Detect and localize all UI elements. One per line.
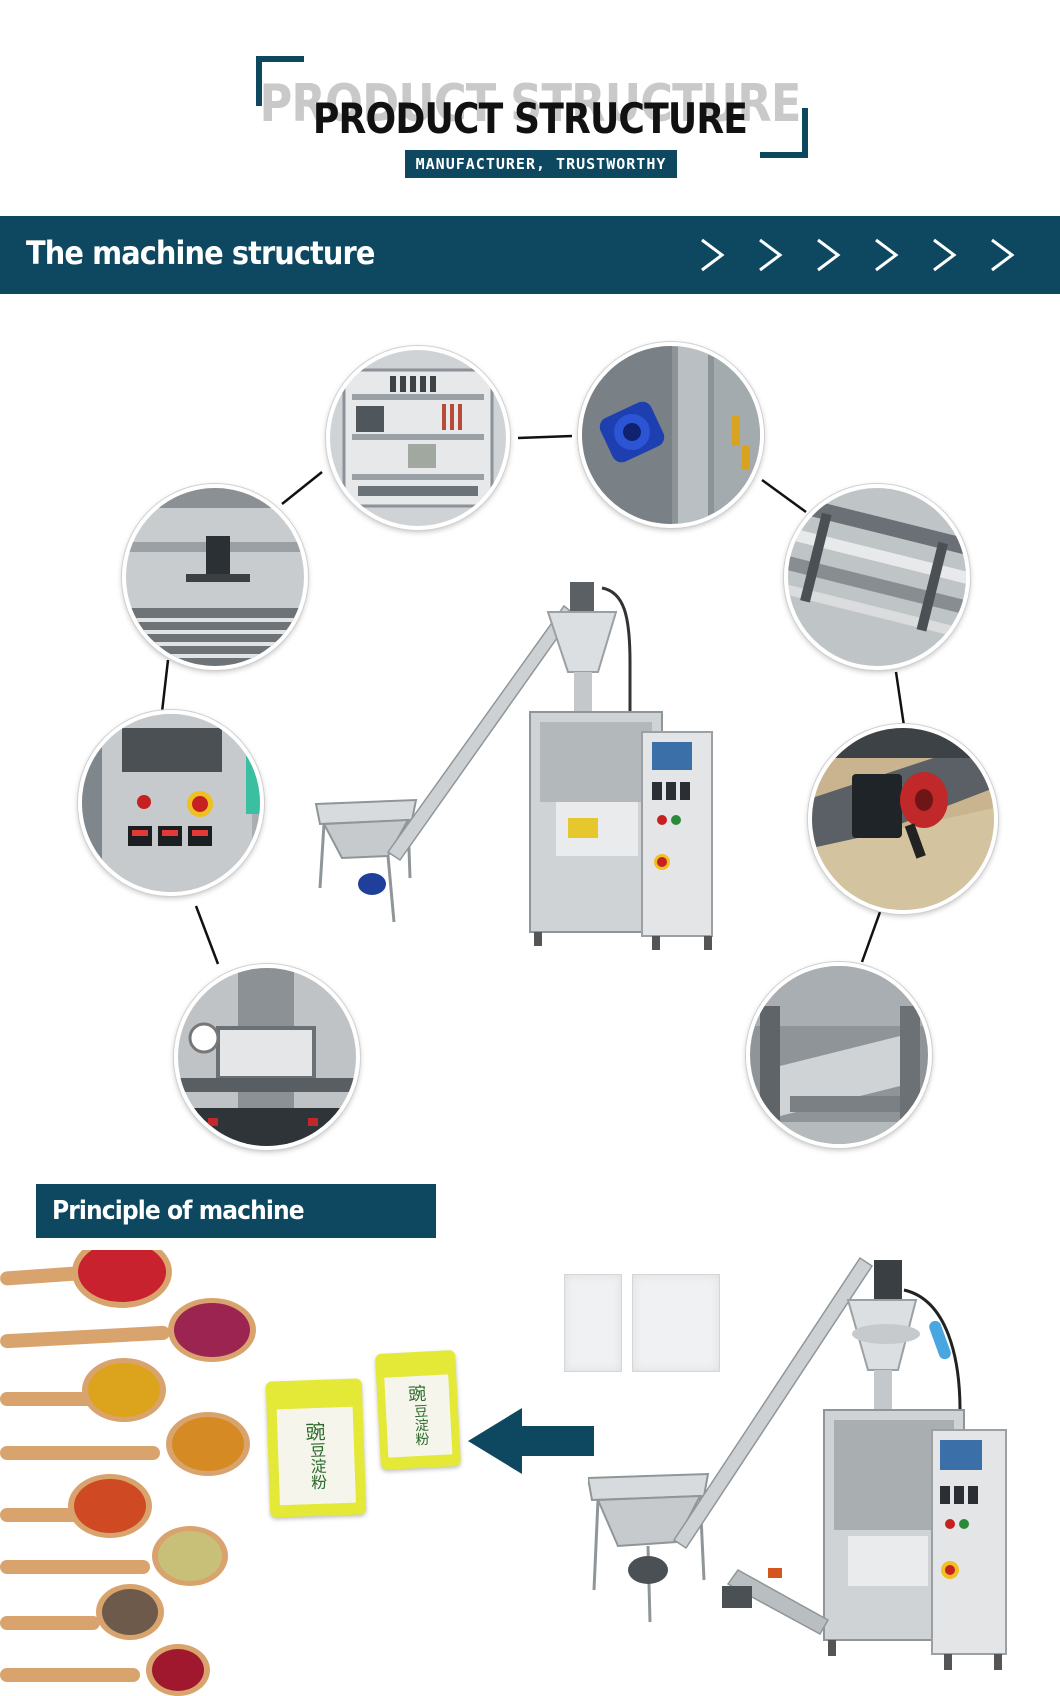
page-title: PRODUCT STRUCTURE	[312, 94, 748, 143]
packaging-machine-large-illustration	[588, 1256, 1007, 1670]
package-label-middle: 豆淀粉	[411, 1403, 430, 1447]
package-label-middle: 豆淀粉	[306, 1441, 328, 1491]
detail-filling-mechanism	[174, 964, 360, 1150]
chevron-right-icon	[991, 238, 1015, 272]
chevron-right-icon	[701, 238, 725, 272]
product-package-2: 豌 豆淀粉	[375, 1349, 461, 1471]
connector-lines	[160, 434, 906, 965]
sachet-1	[564, 1274, 622, 1372]
detail-film-roller	[808, 724, 998, 914]
chevron-right-icon	[759, 238, 783, 272]
page-header: PRODUCT STRUCTURE PRODUCT STRUCTURE MANU…	[0, 0, 1060, 210]
bracket-bottom-right	[760, 108, 808, 158]
arrow-left-icon	[468, 1408, 594, 1474]
spice-spoons-illustration	[0, 1250, 256, 1696]
detail-horizontal-sealer	[784, 484, 970, 670]
banner-title: The machine structure	[26, 234, 375, 272]
detail-control-panel	[78, 710, 264, 896]
principle-label: Principle of machine packaging	[36, 1184, 436, 1280]
chevron-right-icon	[875, 238, 899, 272]
detail-power-connector	[578, 342, 764, 528]
chevron-right-icon	[933, 238, 957, 272]
machine-structure-section	[0, 300, 1060, 1160]
subtitle-tag: MANUFACTURER, TRUSTWORTHY	[405, 150, 677, 178]
packaging-machine-illustration	[314, 582, 713, 950]
detail-electrical-cabinet	[326, 346, 510, 530]
section-banner: The machine structure	[0, 216, 1060, 294]
product-package-1: 豌 豆淀粉	[265, 1378, 367, 1518]
detail-forming-collar	[746, 962, 932, 1148]
chevron-right-icon	[817, 238, 841, 272]
title-shadow: PRODUCT STRUCTURE	[259, 74, 801, 134]
bracket-top-left	[256, 56, 304, 106]
detail-vertical-sealer	[122, 484, 308, 670]
principle-section: 豌 豆淀粉 豌 豆淀粉	[0, 1250, 1060, 1696]
sachet-2	[632, 1274, 720, 1372]
